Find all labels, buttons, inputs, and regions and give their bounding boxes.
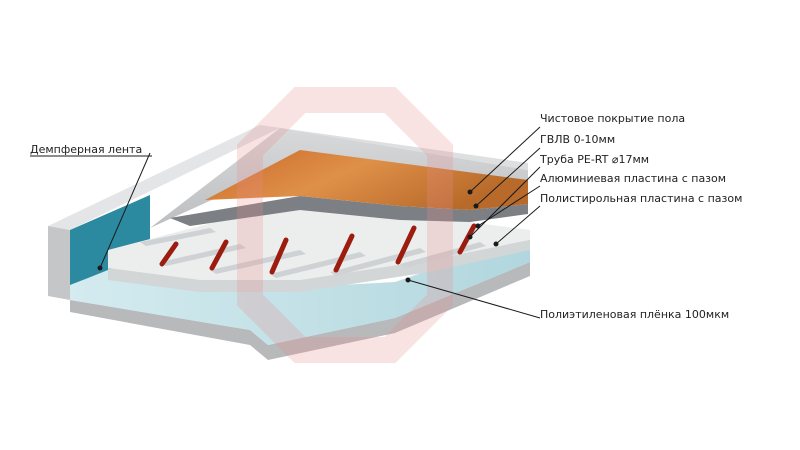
finish-floor bbox=[205, 150, 528, 210]
label-aluminium-plate: Алюминиевая пластина с пазом bbox=[540, 172, 726, 185]
dot bbox=[97, 265, 103, 271]
label-pipe: Труба PE-RT ⌀17мм bbox=[539, 153, 649, 166]
leader-dots bbox=[97, 189, 499, 283]
leader-finish bbox=[469, 126, 541, 193]
label-pe-film: Полиэтиленовая плёнка 100мкм bbox=[540, 308, 729, 321]
pipe-segment bbox=[269, 237, 289, 275]
heating-pipes bbox=[159, 223, 477, 275]
watermark-shape bbox=[237, 87, 453, 363]
label-finish-floor: Чистовое покрытие пола bbox=[540, 112, 685, 125]
left-wall-top bbox=[48, 125, 280, 230]
pipe-segment bbox=[333, 233, 355, 273]
dot bbox=[493, 241, 499, 247]
leader-lines bbox=[99, 126, 541, 319]
pipe-segment bbox=[209, 239, 229, 271]
pipe-segment bbox=[159, 241, 179, 267]
dot bbox=[475, 223, 481, 229]
leader-aluminium bbox=[477, 185, 541, 227]
leader-film bbox=[407, 279, 541, 319]
leader-damper bbox=[99, 152, 151, 269]
pipe-segment bbox=[457, 223, 477, 255]
left-wall-front bbox=[48, 226, 70, 300]
gvlv-layer bbox=[170, 196, 528, 226]
dot bbox=[473, 203, 479, 209]
dot bbox=[405, 277, 411, 283]
groove bbox=[210, 250, 306, 274]
pipe-segment bbox=[395, 225, 417, 265]
label-damper-tape: Демпферная лента bbox=[30, 143, 142, 156]
leader-polystyrene bbox=[495, 205, 541, 245]
label-gvlv: ГВЛВ 0-10мм bbox=[540, 133, 615, 146]
damper-tape bbox=[70, 195, 150, 285]
groove bbox=[140, 228, 216, 246]
dot bbox=[467, 234, 473, 240]
leader-pipe bbox=[469, 166, 541, 238]
leader-gvlv bbox=[475, 147, 541, 207]
dot bbox=[467, 189, 473, 195]
polystyrene-plate-side bbox=[108, 240, 530, 292]
label-polystyrene-plate: Полистирольная пластина с пазом bbox=[540, 192, 742, 205]
slab-front bbox=[70, 262, 530, 360]
